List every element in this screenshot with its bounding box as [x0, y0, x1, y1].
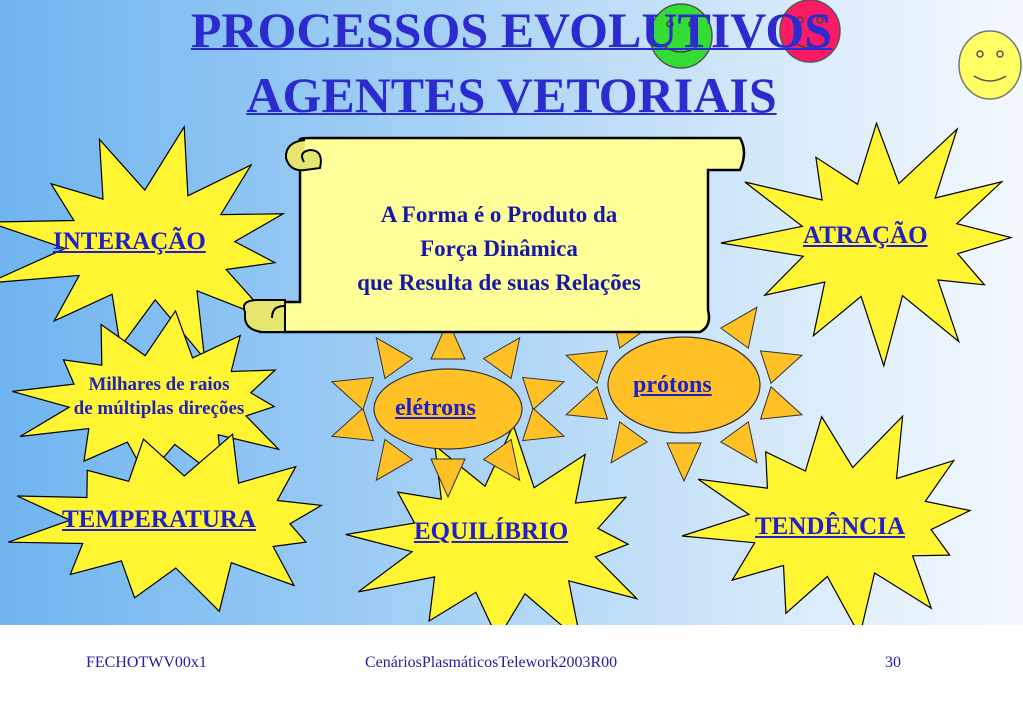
sun-core: [373, 368, 523, 450]
scroll-text: A Forma é o Produto da Força Dinâmica qu…: [290, 198, 708, 300]
sun-core: [607, 336, 761, 434]
sun-ray: [375, 438, 414, 482]
burst-temperatura: [7, 433, 324, 613]
sun-eletrons: [330, 319, 566, 499]
rays-line-2: de múltiplas direções: [73, 398, 245, 419]
sun-ray: [375, 336, 414, 380]
sun-ray: [610, 421, 649, 464]
burst-label-rays: Milhares de raios de múltiplas direções: [40, 373, 278, 421]
sun-label-protons: prótons: [633, 372, 712, 398]
scroll-line-3: que Resulta de suas Relações: [357, 270, 641, 295]
smiley-red-icon: [779, 0, 841, 63]
burst-label-equilibrio: EQUILÍBRIO: [414, 518, 569, 545]
sun-label-eletrons: elétrons: [395, 395, 476, 421]
sun-ray: [564, 385, 609, 420]
smiley-yellow-icon: [958, 30, 1022, 100]
footer-left: FECHOTWV00x1: [86, 654, 207, 671]
sun-ray: [759, 385, 804, 420]
slide-background: PROCESSOS EVOLUTIVOS AGENTES VETORIAIS A…: [0, 0, 1023, 625]
sun-ray: [719, 306, 758, 349]
sun-ray: [719, 421, 758, 464]
sun-ray: [482, 438, 521, 482]
scroll-line-1: A Forma é o Produto da: [380, 202, 618, 227]
scroll-line-2: Força Dinâmica: [420, 236, 578, 261]
scroll-banner: [242, 136, 746, 334]
burst-label-atracao: ATRAÇÃO: [803, 222, 928, 249]
burst-label-tendencia: TENDÊNCIA: [755, 513, 906, 540]
sun-ray: [430, 458, 466, 499]
sun-ray: [666, 442, 702, 483]
burst-tendencia: [681, 414, 972, 625]
title-line-1: PROCESSOS EVOLUTIVOS: [190, 2, 833, 58]
burst-label-temperatura: TEMPERATURA: [62, 506, 256, 533]
sun-ray: [430, 319, 466, 360]
sun-ray: [330, 407, 375, 442]
footer-center: CenáriosPlasmáticosTelework2003R00: [365, 654, 618, 671]
burst-atracao: [720, 121, 1014, 368]
smiley-green-icon: [649, 3, 713, 69]
burst-label-interacao: INTERAÇÃO: [53, 228, 206, 255]
sun-ray: [564, 350, 609, 385]
title-line-2: AGENTES VETORIAIS: [246, 67, 777, 123]
sun-ray: [759, 350, 804, 385]
sun-ray: [521, 376, 566, 411]
sun-ray: [482, 336, 521, 380]
sun-ray: [521, 407, 566, 442]
burst-equilibrio: [345, 423, 639, 625]
sun-ray: [330, 376, 375, 411]
footer-page-number: 30: [885, 654, 901, 671]
rays-line-1: Milhares de raios: [88, 374, 230, 395]
